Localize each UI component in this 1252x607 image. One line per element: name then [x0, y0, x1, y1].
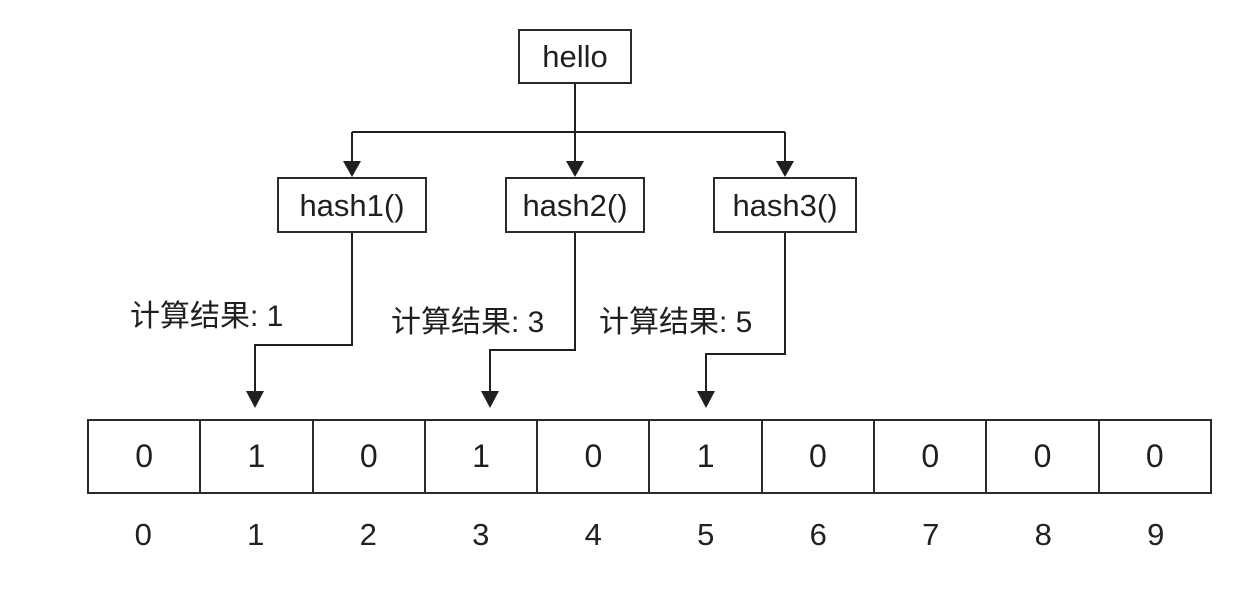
- bit-cell-0: 0: [87, 419, 202, 494]
- hash1-label: hash1(): [299, 187, 405, 223]
- hash2-elbow-line: [489, 233, 576, 393]
- bit-cell-8: 0: [985, 419, 1100, 494]
- bit-cell-4: 0: [536, 419, 651, 494]
- bit-cell-9: 0: [1097, 419, 1212, 494]
- arrowhead-to-bit1: [246, 391, 264, 408]
- bit-cell-5: 1: [648, 419, 763, 494]
- index-label-8: 8: [1034, 517, 1052, 552]
- bit-array: 0 1 0 1 0 1 0 0 0 0: [87, 419, 1212, 494]
- index-label-2: 2: [359, 517, 377, 552]
- hash1-to-bit1-connector: [246, 233, 353, 408]
- bit-cell-7: 0: [873, 419, 988, 494]
- index-label-4: 4: [584, 517, 602, 552]
- index-label-9: 9: [1147, 517, 1165, 552]
- index-label-3: 3: [472, 517, 490, 552]
- bit-cell-6: 0: [760, 419, 876, 494]
- index-label-7: 7: [922, 517, 940, 552]
- bit-cell-3: 1: [423, 419, 539, 494]
- hash3-label: hash3(): [732, 187, 838, 223]
- arrowhead-to-hash2: [566, 161, 584, 177]
- hash1-elbow-line: [254, 233, 353, 393]
- hash3-elbow-line: [705, 233, 786, 393]
- hash2-label: hash2(): [522, 187, 628, 223]
- bit-cell-1: 1: [199, 419, 314, 494]
- input-box-hello: hello: [518, 29, 632, 84]
- hash2-result-label: 计算结果: 3: [391, 306, 545, 339]
- index-label-0: 0: [134, 517, 152, 552]
- arrowhead-to-hash3: [776, 161, 794, 177]
- arrowhead-to-bit5: [697, 391, 715, 408]
- hash3-to-bit5-connector: [697, 233, 786, 408]
- index-label-6: 6: [809, 517, 827, 552]
- index-label-1: 1: [247, 517, 265, 552]
- arrowhead-to-hash1: [343, 161, 361, 177]
- hash2-to-bit3-connector: [481, 233, 576, 408]
- hash1-box: hash1(): [277, 177, 427, 233]
- index-label-5: 5: [697, 517, 715, 552]
- bit-array-index-row: 0 1 2 3 4 5 6 7 8 9: [87, 516, 1212, 554]
- bit-cell-2: 0: [311, 419, 426, 494]
- input-box-label: hello: [542, 39, 608, 74]
- arrowhead-to-bit3: [481, 391, 499, 408]
- tree-connector: [343, 84, 794, 177]
- hash3-result-label: 计算结果: 5: [599, 306, 753, 339]
- hash2-box: hash2(): [505, 177, 645, 233]
- hash1-result-label: 计算结果: 1: [130, 300, 284, 333]
- hash3-box: hash3(): [713, 177, 857, 233]
